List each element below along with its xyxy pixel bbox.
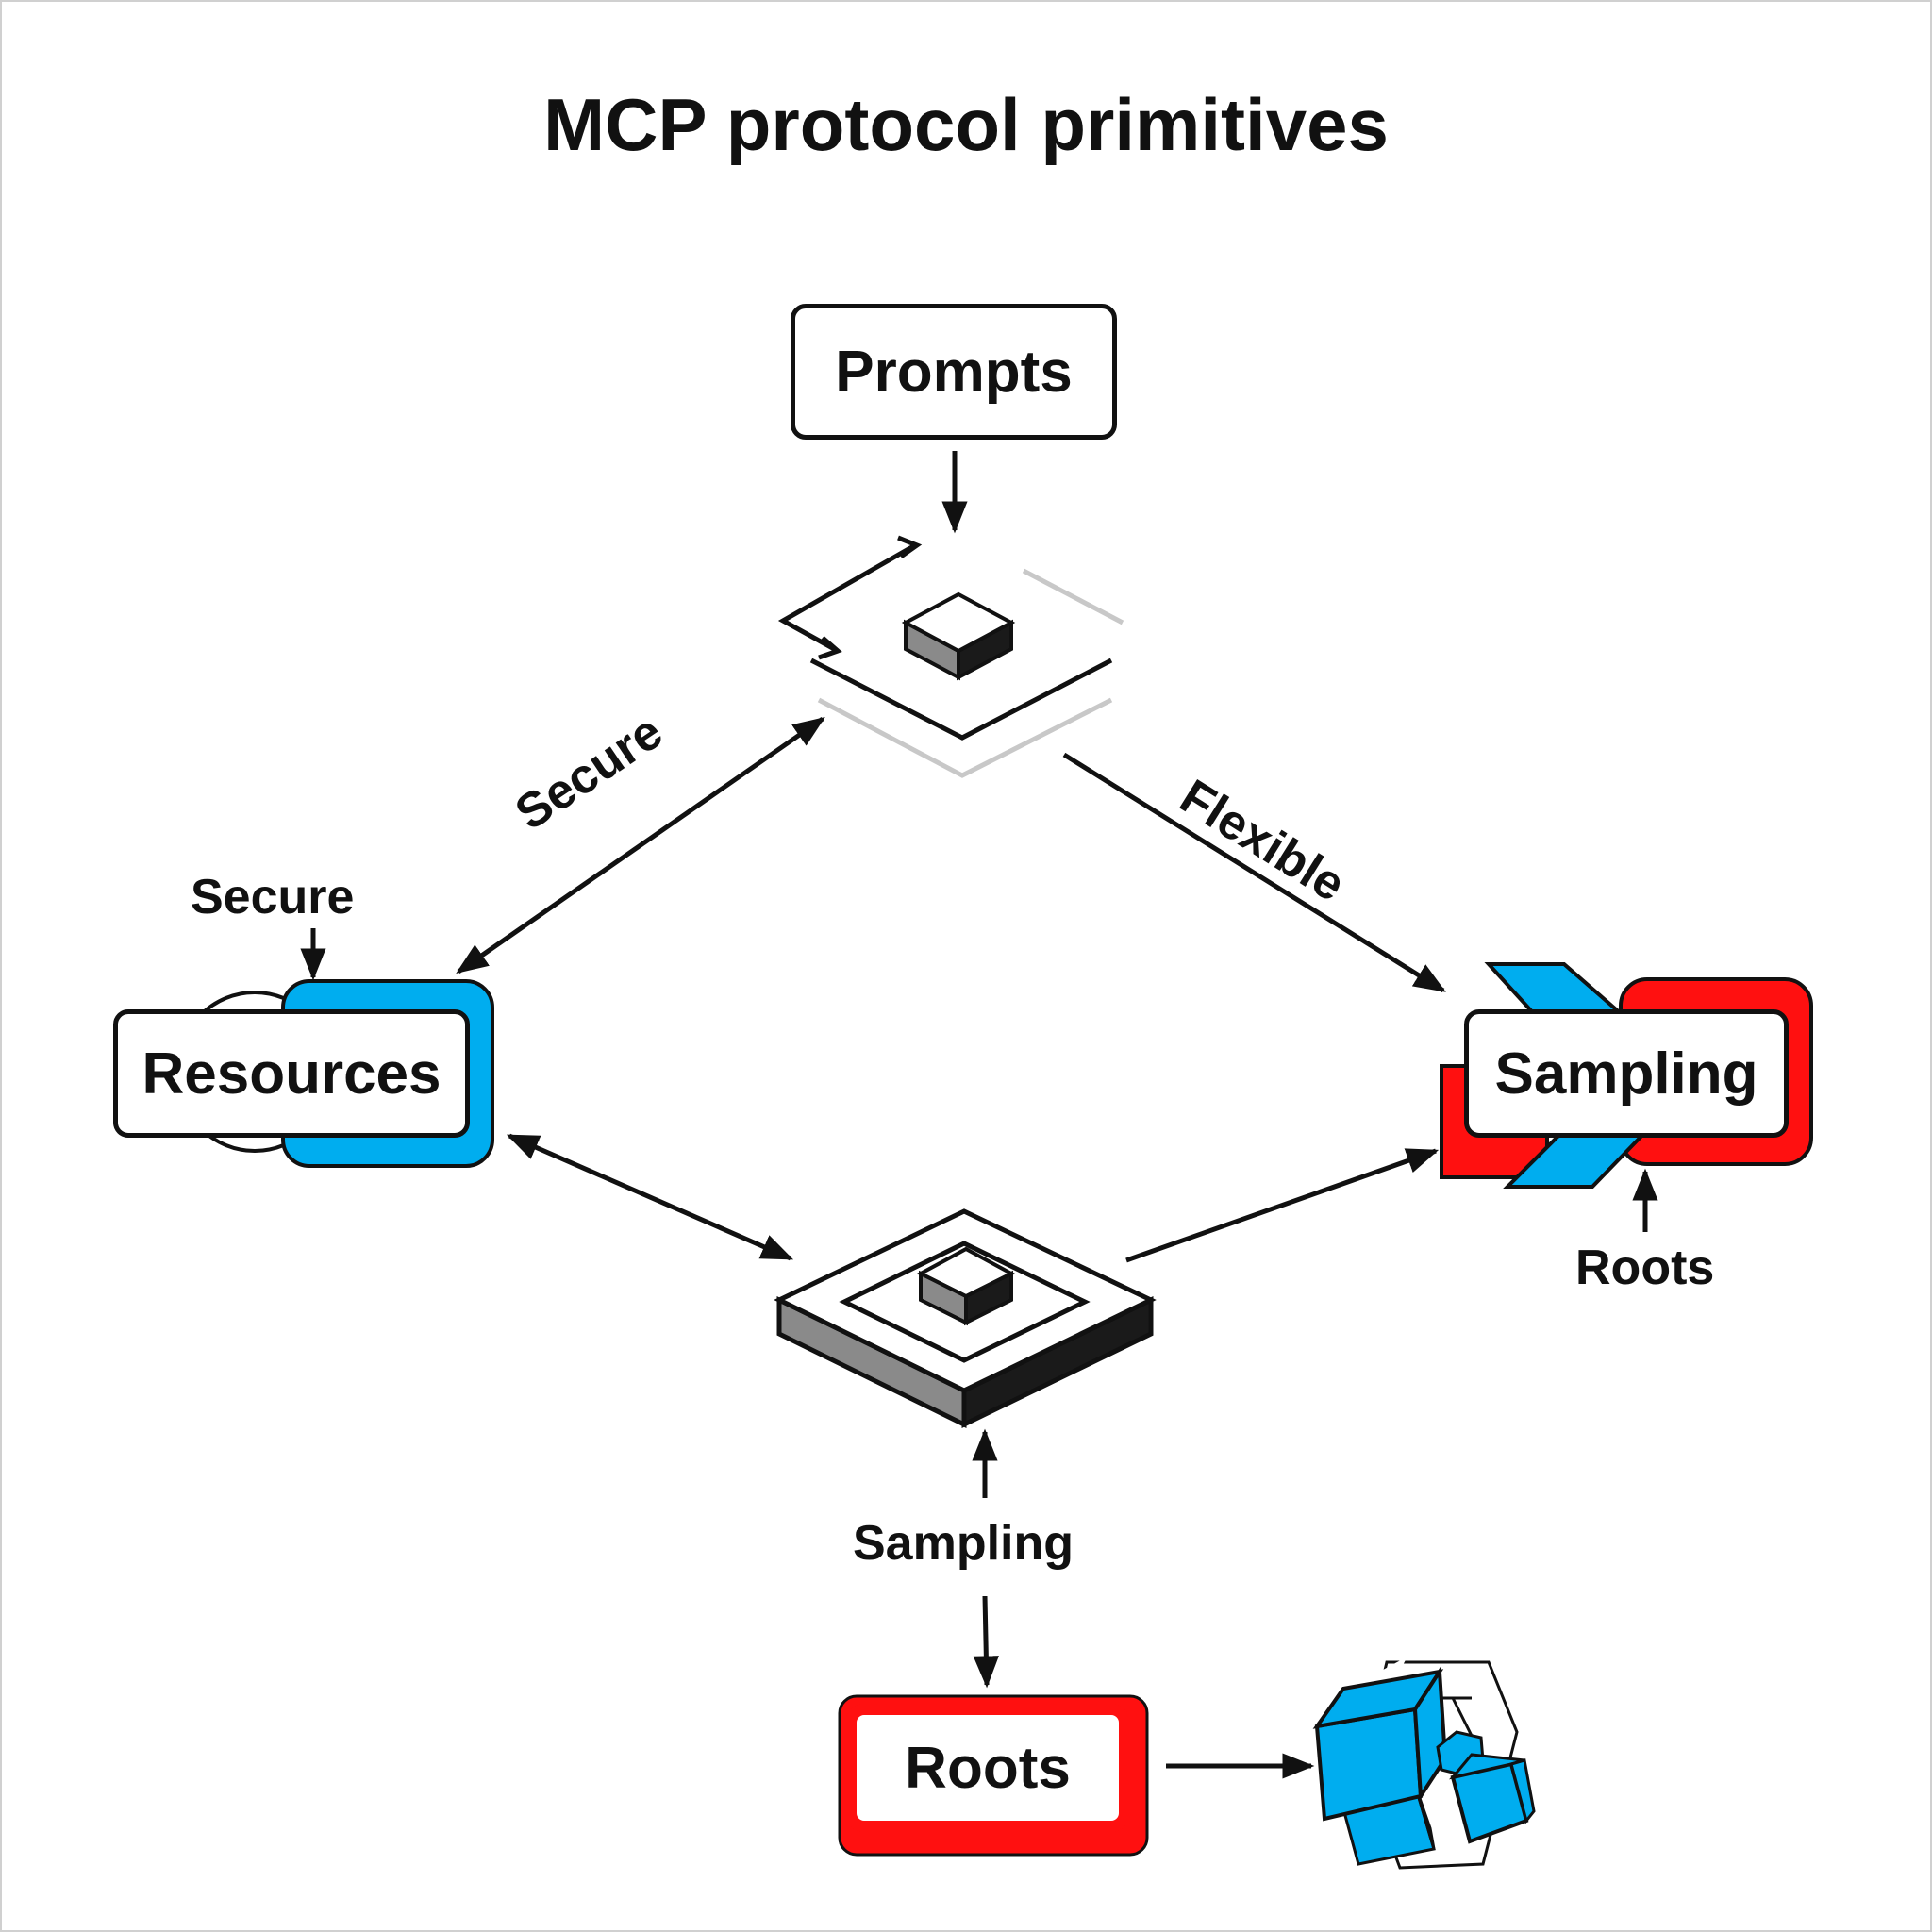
connector-arrows xyxy=(300,451,1658,1779)
label-secure-resources: Secure xyxy=(191,870,355,924)
arrow-hub-sampling xyxy=(1125,1148,1440,1263)
cubes-cluster-icon xyxy=(1312,1657,1536,1870)
node-prompts: Prompts xyxy=(791,304,1117,440)
bottom-platform-icon xyxy=(774,1208,1157,1429)
node-sampling: Sampling xyxy=(1464,1009,1789,1138)
arrow-flexible xyxy=(1062,752,1446,993)
arrow-resources-hub xyxy=(506,1133,794,1261)
node-roots: Roots xyxy=(845,1704,1130,1832)
arrow-sampling-label-down xyxy=(973,1595,999,1689)
top-platform-icon xyxy=(777,535,1124,778)
diagram-title: MCP protocol primitives xyxy=(543,83,1389,166)
arrow-secure-bidirectional xyxy=(456,716,825,974)
label-roots-right: Roots xyxy=(1575,1241,1715,1295)
node-resources: Resources xyxy=(113,1009,470,1138)
label-sampling-bottom: Sampling xyxy=(853,1516,1074,1571)
